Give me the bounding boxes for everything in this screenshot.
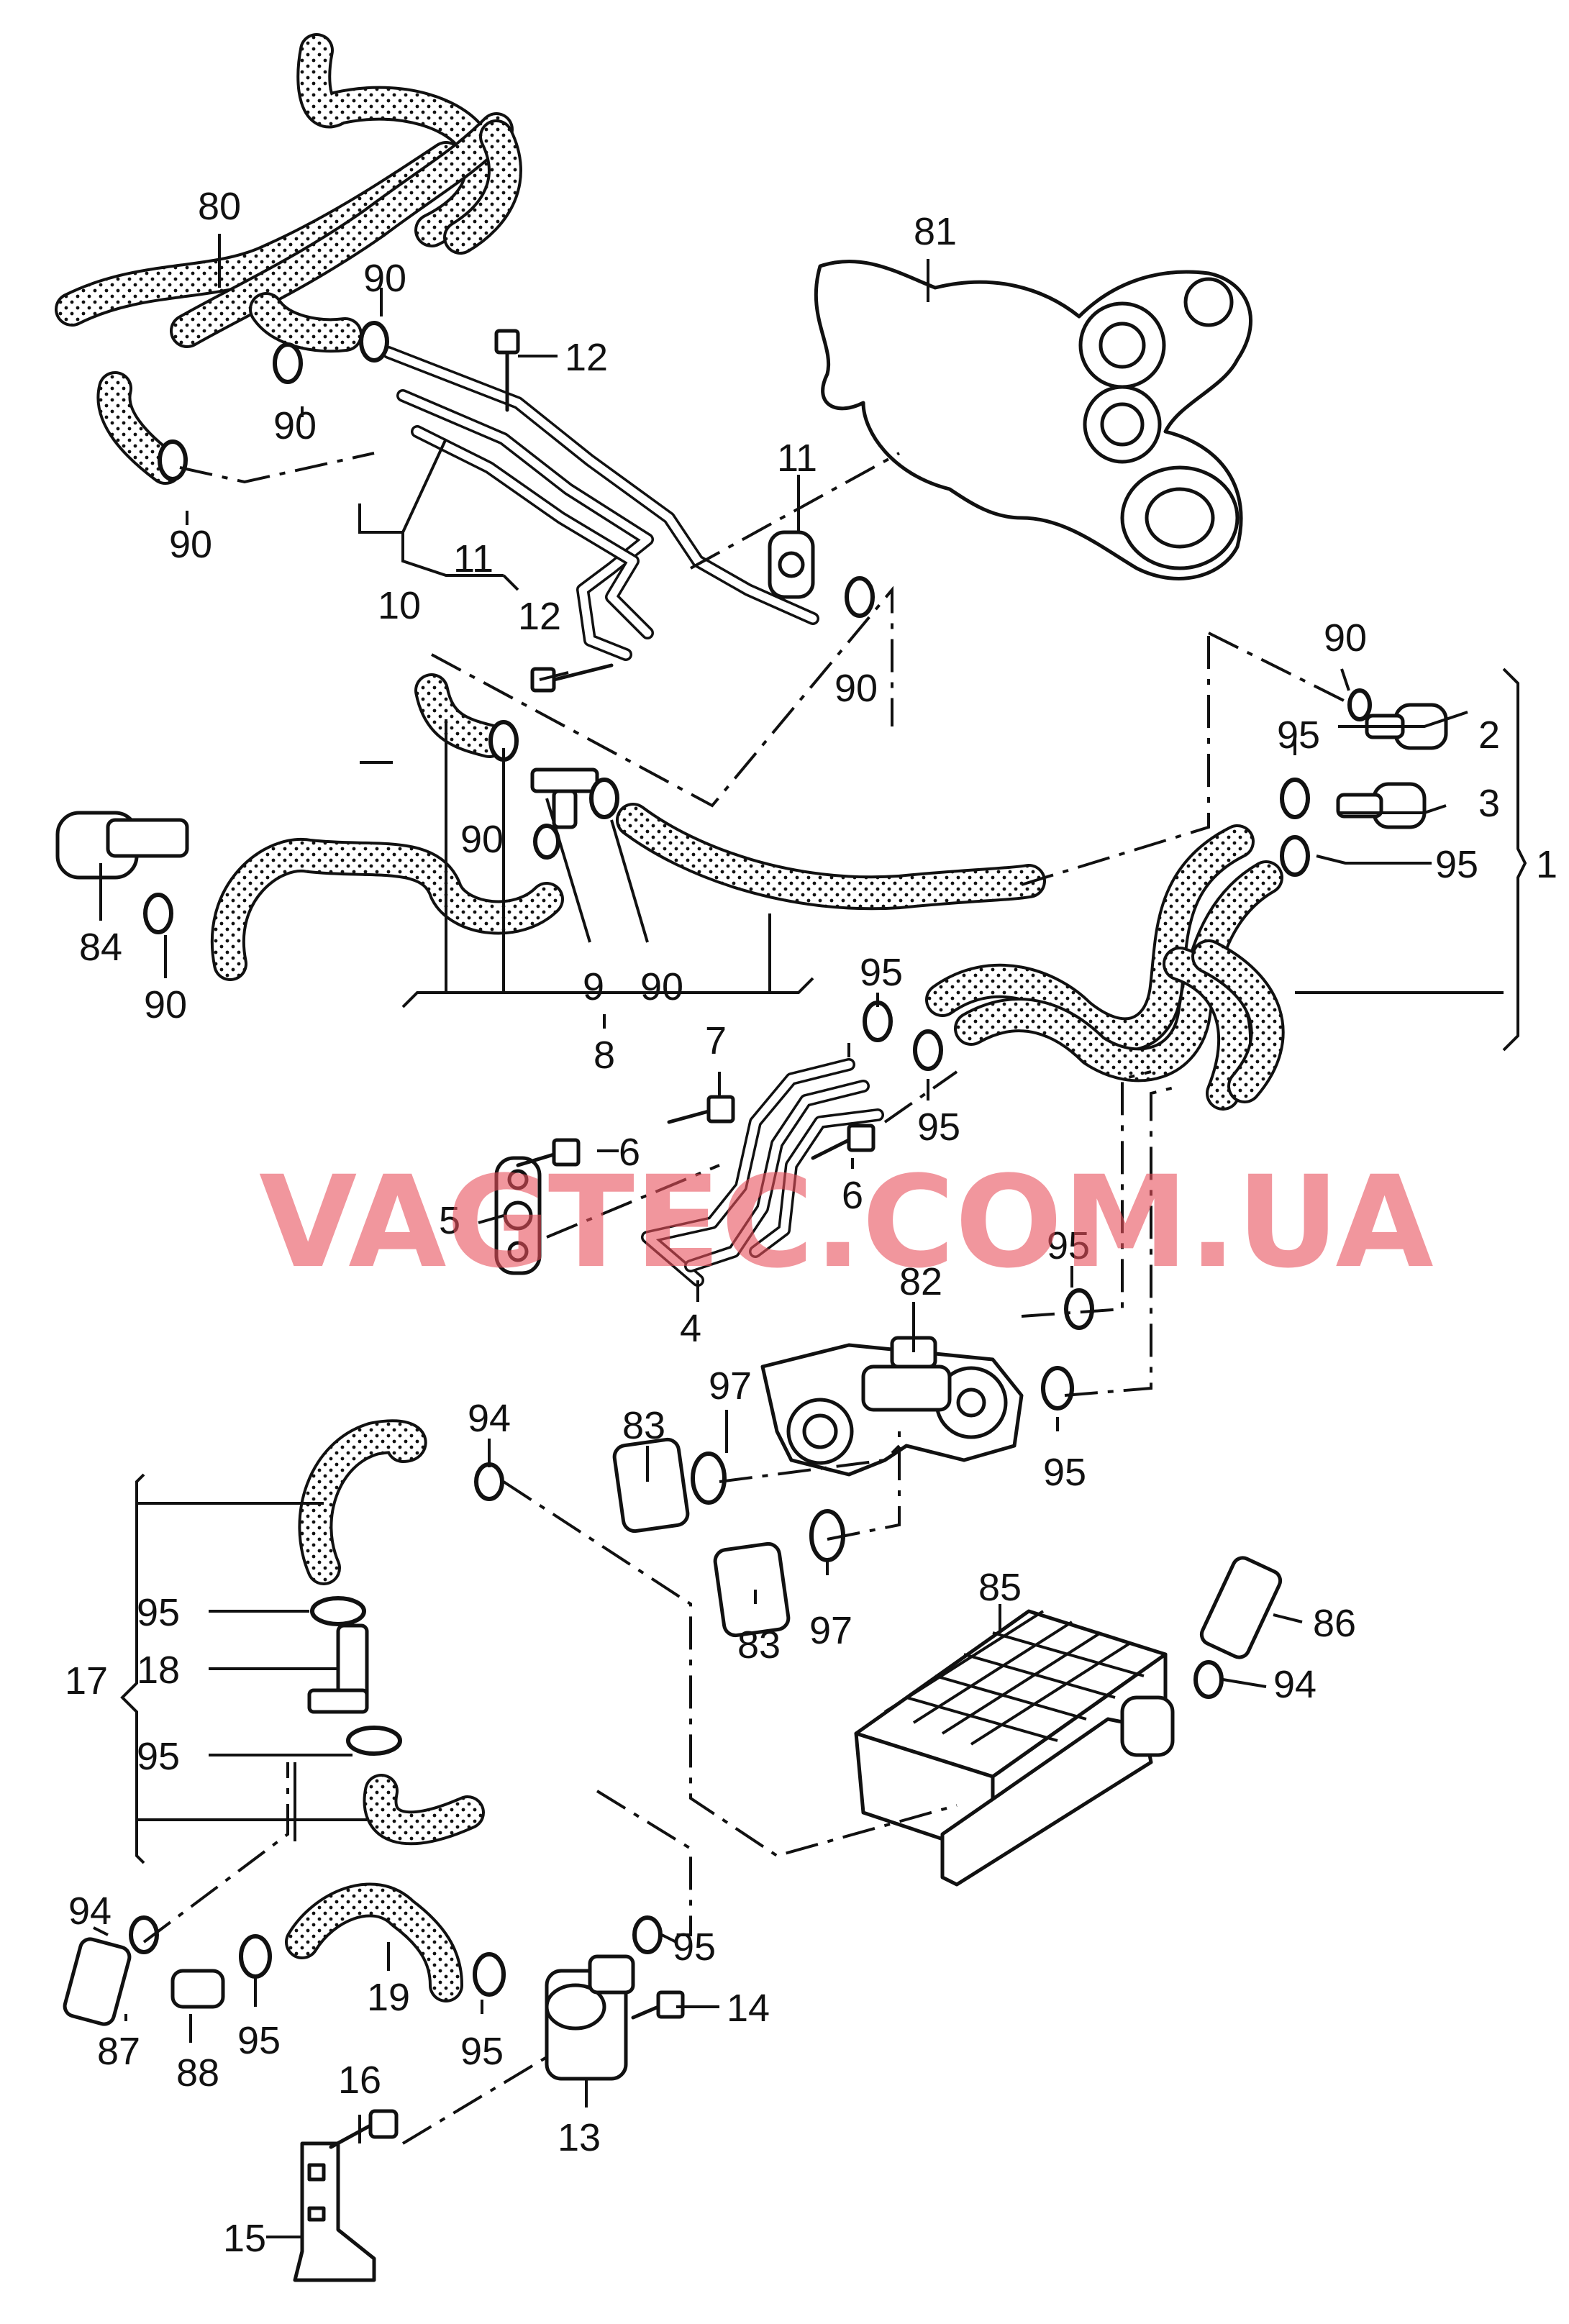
bolt-6-left [516, 1138, 581, 1167]
callout-95i: 95 [673, 1926, 716, 1969]
callout-12a: 12 [565, 336, 608, 379]
callout-86: 86 [1313, 1602, 1356, 1645]
connector-3 [1336, 782, 1427, 829]
callout-90g: 90 [144, 983, 187, 1026]
pipe-10 [382, 346, 819, 661]
callout-2: 2 [1478, 714, 1500, 757]
hose-83-lower [713, 1541, 791, 1638]
callout-95k: 95 [460, 2030, 504, 2073]
callout-95b: 95 [1435, 843, 1478, 886]
heat-exchanger-85 [854, 1609, 1175, 1887]
hose-17-assembly [298, 1419, 485, 1846]
bolt-14 [631, 1990, 685, 2020]
callout-95j: 95 [237, 2019, 281, 2062]
callout-88: 88 [176, 2051, 219, 2095]
callout-11b: 11 [453, 537, 494, 580]
callout-17: 17 [65, 1659, 108, 1703]
callout-90b: 90 [273, 404, 317, 447]
callout-6b: 6 [842, 1174, 863, 1217]
hose-clamps [129, 321, 1372, 1997]
callout-95e: 95 [1047, 1224, 1090, 1267]
callout-85: 85 [978, 1566, 1022, 1609]
bolt-12-upper [494, 329, 520, 412]
t-piece-18 [307, 1623, 369, 1714]
connector-84 [55, 811, 189, 880]
callout-12b: 12 [518, 595, 561, 638]
hose-87 [63, 1937, 132, 2026]
callout-90h: 90 [640, 965, 683, 1008]
callout-83b: 83 [737, 1623, 781, 1667]
coolant-pump-82 [760, 1336, 1024, 1477]
callout-16: 16 [338, 2059, 381, 2102]
callout-18: 18 [137, 1649, 180, 1692]
callout-97a: 97 [709, 1364, 752, 1408]
callout-90c: 90 [169, 523, 212, 566]
callout-19: 19 [367, 1976, 410, 2019]
hose-80-assembly [55, 33, 522, 485]
callout-13: 13 [558, 2116, 601, 2159]
callouts: 80 90 12 81 90 11 90 11 10 12 90 90 2 95… [65, 185, 1557, 2260]
callout-97b: 97 [809, 1609, 852, 1652]
callout-90d: 90 [834, 667, 878, 710]
callout-95d: 95 [917, 1106, 960, 1149]
callout-83a: 83 [622, 1404, 665, 1447]
callout-95c: 95 [860, 951, 903, 994]
callout-90f: 90 [460, 818, 504, 861]
hose-8-assembly [210, 673, 1046, 981]
callout-90a: 90 [363, 257, 406, 300]
hose-1-assembly [925, 824, 1285, 1111]
callout-3: 3 [1478, 782, 1500, 825]
valve-13 [545, 1954, 635, 2081]
callout-94a: 94 [468, 1397, 511, 1440]
watermark-text: VAGTEC.COM.UA [259, 1149, 1434, 1296]
dashed-connection-lines [142, 452, 1353, 2145]
callout-7: 7 [705, 1019, 727, 1062]
callout-87: 87 [97, 2030, 140, 2073]
callout-9: 9 [583, 965, 604, 1008]
callout-94c: 94 [68, 1890, 112, 1933]
connector-88 [170, 1969, 225, 2009]
callout-95a: 95 [1277, 714, 1320, 757]
bolt-16 [329, 2109, 399, 2149]
hose-83-upper [612, 1437, 690, 1534]
callout-8: 8 [594, 1034, 615, 1077]
flange-gasket-11 [768, 530, 815, 599]
callout-90e: 90 [1324, 616, 1367, 660]
callout-94b: 94 [1273, 1663, 1316, 1706]
callout-82: 82 [899, 1260, 942, 1303]
callout-95h: 95 [137, 1735, 180, 1778]
callout-81: 81 [914, 210, 957, 253]
turbocharger-81 [814, 259, 1252, 580]
pipe-4 [641, 1058, 884, 1287]
t-piece-9 [530, 767, 599, 829]
flange-gasket-5 [494, 1156, 542, 1275]
callout-95f: 95 [1043, 1451, 1086, 1494]
hose-19 [285, 1882, 463, 2002]
callout-1: 1 [1536, 843, 1557, 886]
callout-14: 14 [727, 1987, 770, 2030]
callout-84: 84 [79, 926, 122, 969]
hose-86 [1199, 1556, 1283, 1659]
callout-4: 4 [680, 1307, 701, 1350]
callout-15: 15 [223, 2217, 266, 2260]
callout-95g: 95 [137, 1591, 180, 1634]
callout-80: 80 [198, 185, 241, 228]
callout-6a: 6 [619, 1131, 640, 1174]
bolt-7 [667, 1095, 735, 1124]
bolt-6-right [811, 1124, 876, 1160]
callout-11a: 11 [777, 437, 817, 480]
callout-10: 10 [378, 584, 421, 627]
leader-lines [93, 234, 1527, 2238]
bracket-15 [293, 2141, 376, 2282]
callout-5: 5 [439, 1199, 460, 1242]
